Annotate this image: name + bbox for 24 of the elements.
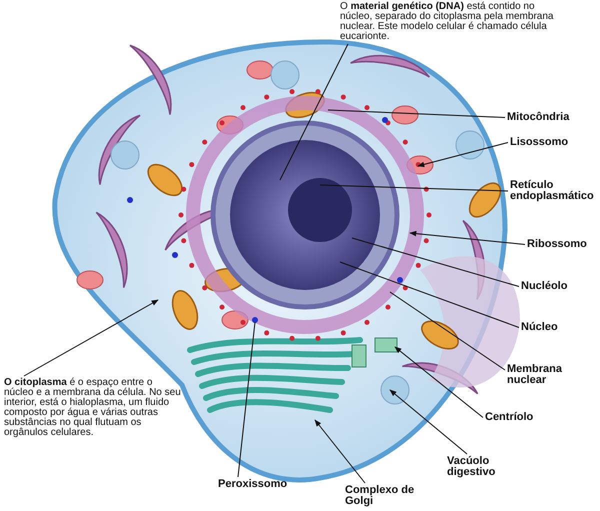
- leader-line: [390, 292, 506, 370]
- label: Lisossomo: [510, 137, 568, 148]
- leader-line: [314, 419, 366, 484]
- leader-line: [389, 390, 468, 454]
- label: Vacúolo digestivo: [447, 456, 517, 478]
- label: Ribossomo: [527, 239, 587, 250]
- label: Mitocôndria: [507, 112, 570, 123]
- description-text: O citoplasma é o espaço entre o núcleo e a membrana da célula. No seu interior, está o hialoplasma, um fluido composto por água e várias outras substâncias no qual flutuam os orgânulos celulares.: [4, 378, 182, 438]
- leader-line: [394, 346, 484, 418]
- leader-line: [24, 300, 159, 376]
- description-text: O material genético (DNA) está contido no núcleo, separado do citoplasma pela membrana nuclear. Este modelo celular é chamado célula eucarionte.: [340, 2, 555, 42]
- label: Centríolo: [485, 412, 534, 423]
- leader-line: [409, 230, 526, 245]
- leader-line: [352, 238, 520, 287]
- label: Nucléolo: [521, 281, 568, 292]
- label: Peroxissomo: [218, 479, 288, 490]
- label: Membrana nuclear: [507, 364, 587, 386]
- label: Complexo de Golgi: [345, 485, 425, 507]
- label: Retículo endoplasmático: [510, 180, 600, 202]
- leader-line: [280, 44, 348, 180]
- leader-line: [417, 142, 508, 168]
- label: Núcleo: [521, 322, 558, 333]
- leader-line: [340, 262, 520, 328]
- leader-line: [328, 110, 506, 118]
